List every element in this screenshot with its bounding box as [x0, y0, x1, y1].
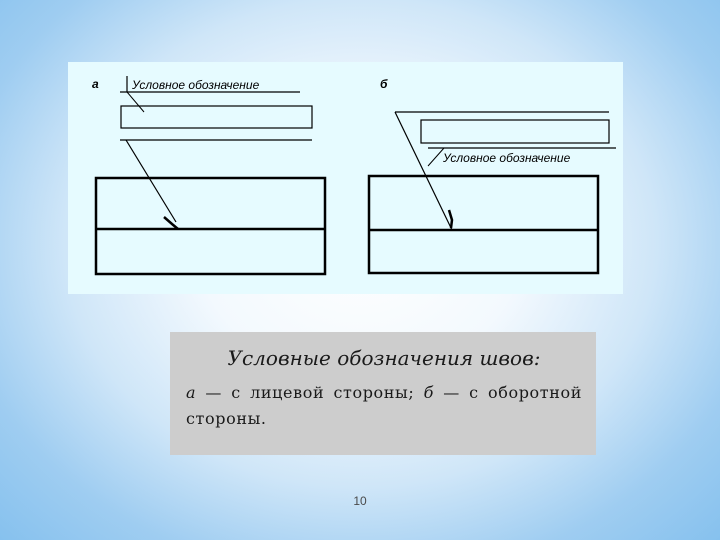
panel-a-letter: а: [92, 77, 99, 91]
panel-b-label-leader: [427, 147, 445, 167]
caption-a-text: — с лицевой стороны;: [196, 383, 424, 402]
caption-title: Условные обозначения швов:: [227, 346, 541, 370]
panel-a-leader-stub: [126, 91, 145, 113]
panel-a-arrowhead: [163, 216, 179, 230]
panel-b: б Условное обозначение: [367, 77, 616, 275]
caption-b-text: — с оборотной стороны.: [186, 383, 582, 428]
page-number: 10: [353, 494, 367, 508]
panel-b-symbol-label: Условное обозначение: [442, 151, 571, 165]
figure-caption: Условные обозначения швов: а — с лицевой…: [170, 332, 596, 455]
panel-b-arrowhead: [447, 209, 454, 229]
caption-a-letter: а: [186, 383, 197, 402]
panel-a-part: [94, 176, 327, 276]
caption-b-letter: б: [423, 383, 435, 402]
panel-a-leader-line: [125, 139, 177, 223]
panel-b-letter: б: [380, 77, 388, 91]
caption-text: а — с лицевой стороны; б — с оборотной с…: [186, 380, 582, 432]
panel-a-symbol-label: Условное обозначение: [131, 78, 260, 92]
panel-b-part: [367, 174, 600, 275]
panel-a: а Условное обозначение: [92, 76, 327, 276]
panel-a-symbol-frame: [120, 105, 313, 129]
weld-diagram: а Условное обозначение б Условное обозна…: [92, 76, 616, 276]
panel-b-symbol-frame: [420, 119, 610, 144]
weld-symbol-figure: а Условное обозначение б Условное обозна…: [68, 62, 623, 294]
panel-b-leader-line: [394, 111, 453, 231]
